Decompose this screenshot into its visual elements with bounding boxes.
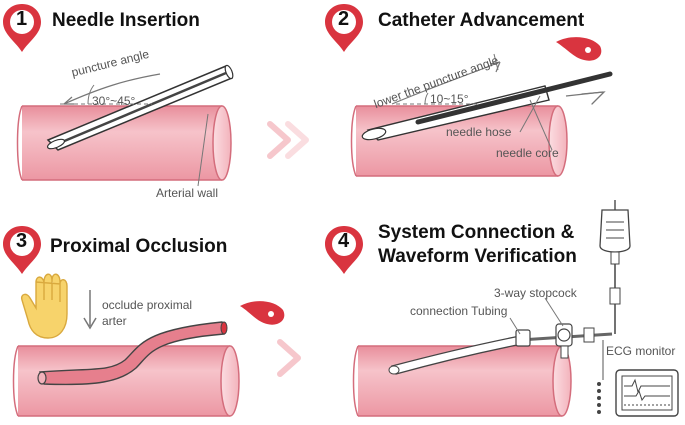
occlude-label-line1: occlude proximal [102,298,193,312]
panel-2-catheter [361,71,613,141]
panel-1-needle [46,64,234,151]
tubing-leader [509,317,521,335]
occlude-label-line2: arter [102,314,127,328]
step-2-number: 2 [338,8,350,30]
step-2-badge [325,4,363,52]
step-4-title-line1: System Connection & [378,222,575,243]
panel-1-angle-marker [60,73,161,105]
step-3-badge [3,226,41,274]
blood-drop-icon [556,37,602,61]
monitor-cable [597,340,604,414]
hand-icon [20,273,68,339]
step-1-title: Needle Insertion [52,10,200,31]
step-3-title: Proximal Occlusion [50,236,228,257]
stopcock-assembly [515,323,613,359]
ecg-label: ECG monitor [606,344,676,358]
blood-drop-icon [240,301,285,325]
step-4-title-line2: Waveform Verification [378,246,577,267]
iv-bag-icon [599,200,631,334]
angle-range-1-label: 30°~45° [92,94,136,108]
step-4-number: 4 [338,230,350,252]
step-4-badge [325,226,363,274]
blood-drop-icon-highlight [585,47,591,53]
stopcock-leader [544,297,564,327]
needle-core-leader [529,99,553,151]
step-1-badge [3,4,41,52]
chevron-right-icon [267,121,291,159]
blood-drop-icon-highlight [268,311,274,317]
chevron-right-icon [277,339,301,377]
chevron-right-icon [285,121,309,159]
angle-range-2-label: 10~15° [430,92,469,106]
monitor-icon [615,369,679,417]
down-arrow-icon [83,290,97,330]
step-2-title: Catheter Advancement [378,10,585,31]
panel-2-angle-marker [391,53,501,105]
panel-1-vessel [16,105,232,181]
arterial-wall-leader [197,113,209,187]
tubing-label: connection Tubing [410,304,508,318]
arterial-wall-label: Arterial wall [156,186,219,200]
step-1-number: 1 [16,8,28,30]
needle-core-label: needle core [496,146,559,160]
step-3-number: 3 [16,230,28,252]
needle-hose-label: needle hose [446,125,512,139]
panel-3-catheter [37,321,228,386]
stopcock-label: 3-way stopcock [494,286,577,300]
needle-hose-leader [519,95,541,133]
panel-3-vessel [12,345,240,417]
